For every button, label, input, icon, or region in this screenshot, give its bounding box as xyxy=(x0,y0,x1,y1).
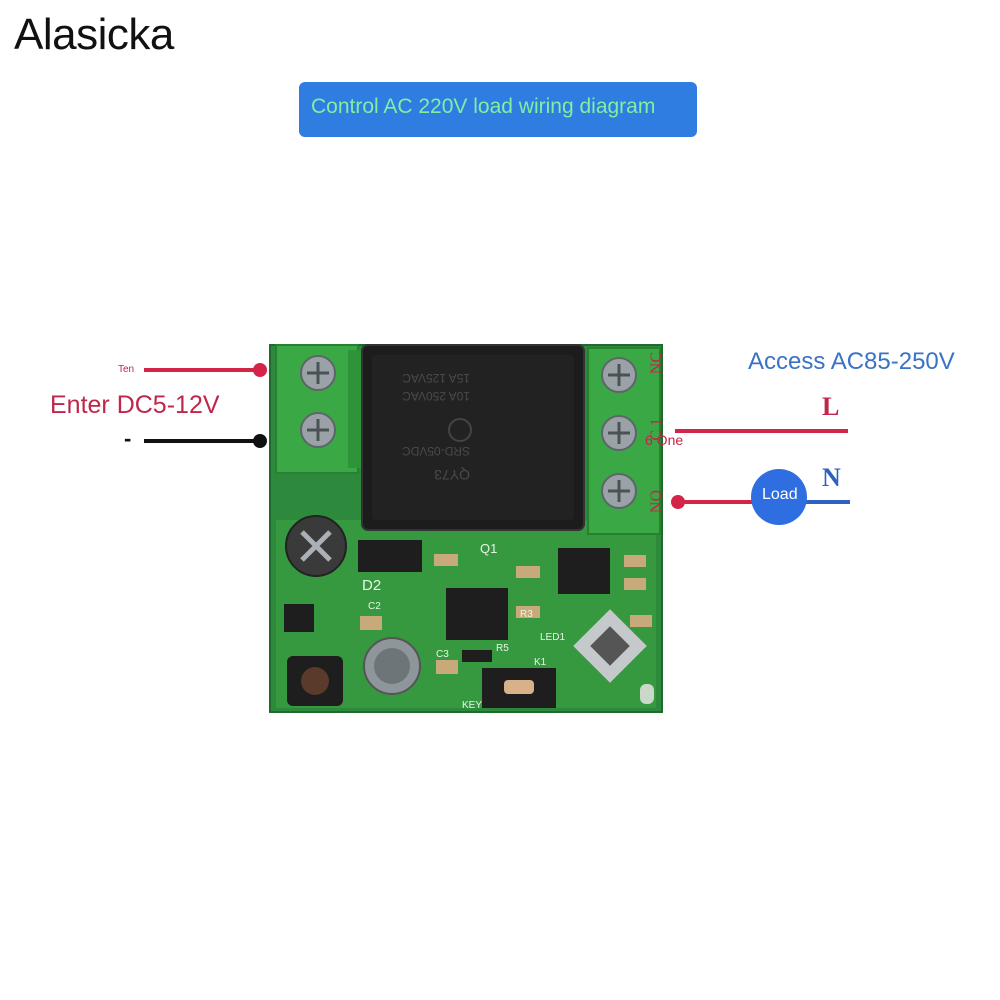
label-c3: C3 xyxy=(436,649,449,660)
title-banner xyxy=(299,82,697,137)
ic-u2 xyxy=(558,548,610,594)
screw-com xyxy=(601,415,637,451)
relay-marking-3: 10A 250VAC xyxy=(402,389,470,403)
pcb-hole xyxy=(640,684,654,704)
neutral-label: N xyxy=(822,463,841,492)
relay-marking-2: SRD-05VDC xyxy=(402,444,470,458)
dc-input-label: Enter DC5-12V xyxy=(50,391,220,419)
label-k1: K1 xyxy=(534,657,547,668)
dc-negative-label: - xyxy=(124,426,132,451)
no-terminal-dot xyxy=(671,495,685,509)
terminal-nc-label: NC xyxy=(648,352,665,375)
label-r5: R5 xyxy=(496,643,509,654)
com-note-label: 6 One xyxy=(645,432,684,448)
smd-3 xyxy=(516,606,540,618)
label-q1: Q1 xyxy=(480,541,497,556)
smd-8 xyxy=(624,578,646,590)
smd-9 xyxy=(630,615,652,627)
screw-positive xyxy=(300,355,336,391)
screw-nc xyxy=(601,357,637,393)
relay-marking-4: 15A 125VAC xyxy=(402,371,470,385)
diode-d2 xyxy=(358,540,422,572)
dc-negative-dot xyxy=(253,434,267,448)
ic-u1 xyxy=(446,588,508,640)
smd-1 xyxy=(434,554,458,566)
label-c2: C2 xyxy=(368,601,381,612)
transistor-m1 xyxy=(284,604,314,632)
line-label: L xyxy=(822,392,840,421)
label-r3: R3 xyxy=(520,609,533,620)
smd-7 xyxy=(624,555,646,567)
label-d2: D2 xyxy=(362,577,381,594)
terminal-no-label: NO xyxy=(648,490,665,514)
smd-6 xyxy=(436,660,458,674)
smd-4 xyxy=(462,650,492,662)
diagram-title: Control AC 220V load wiring diagram xyxy=(311,95,656,118)
dc-positive-label: Ten xyxy=(118,364,135,375)
screw-no xyxy=(601,473,637,509)
label-led: LED1 xyxy=(540,632,565,643)
smd-5 xyxy=(360,616,382,630)
ac-input-label: Access AC85-250V xyxy=(748,348,955,375)
smd-2 xyxy=(516,566,540,578)
load-circle xyxy=(751,469,807,525)
label-key: KEY xyxy=(462,700,482,711)
dc-positive-dot xyxy=(253,363,267,377)
screw-negative xyxy=(300,412,336,448)
load-label: Load xyxy=(762,486,798,503)
relay-marking-1: QY73 xyxy=(434,467,470,483)
brand-logo-text: Alasicka xyxy=(14,10,174,59)
